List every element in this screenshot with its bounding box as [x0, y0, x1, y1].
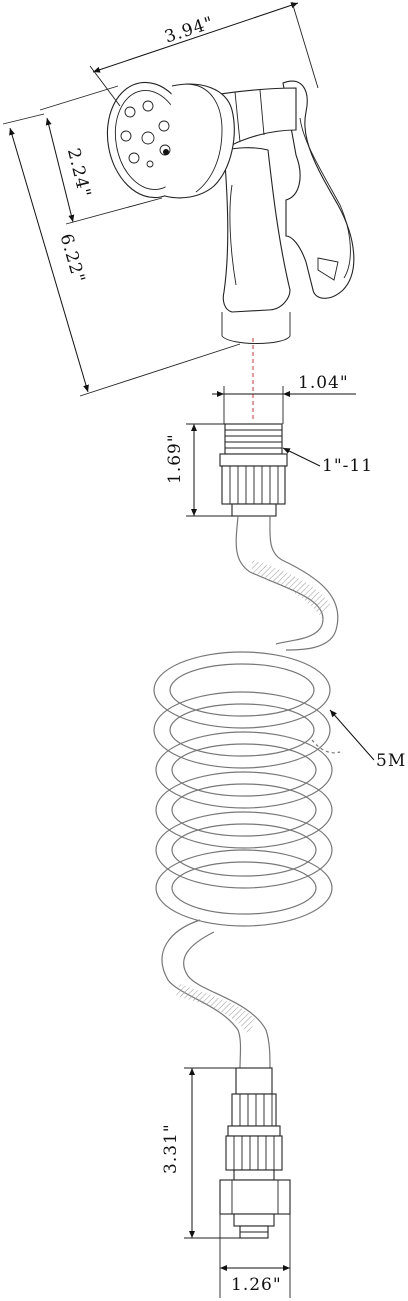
coiled-hose	[153, 515, 341, 1069]
spray-nozzle	[106, 80, 355, 420]
nozzle-head-height-label: 2.24"	[63, 146, 95, 200]
connector-height-label: 1.69"	[165, 433, 185, 484]
thread-spec-label: 1"-11	[322, 456, 373, 476]
thread-callout: 1"-11	[282, 447, 373, 476]
dimension-bottom-connector-height: 3.31"	[161, 1067, 240, 1239]
connector-width-label: 1.04"	[298, 373, 349, 393]
dimension-bottom-connector-width: 1.26"	[219, 1214, 291, 1298]
dimension-connector-height: 1.69"	[165, 423, 232, 517]
nozzle-total-height-label: 6.22"	[56, 232, 89, 286]
bottom-connector-height-label: 3.31"	[161, 1123, 181, 1174]
top-connector	[219, 423, 288, 517]
bottom-connector-width-label: 1.26"	[231, 1275, 282, 1295]
hose-length-callout: 5M	[329, 709, 406, 771]
dimension-connector-width: 1.04"	[212, 373, 356, 424]
hose-length-label: 5M	[376, 751, 406, 771]
bottom-connector	[219, 1067, 291, 1239]
nozzle-width-label: 3.94"	[162, 13, 216, 48]
